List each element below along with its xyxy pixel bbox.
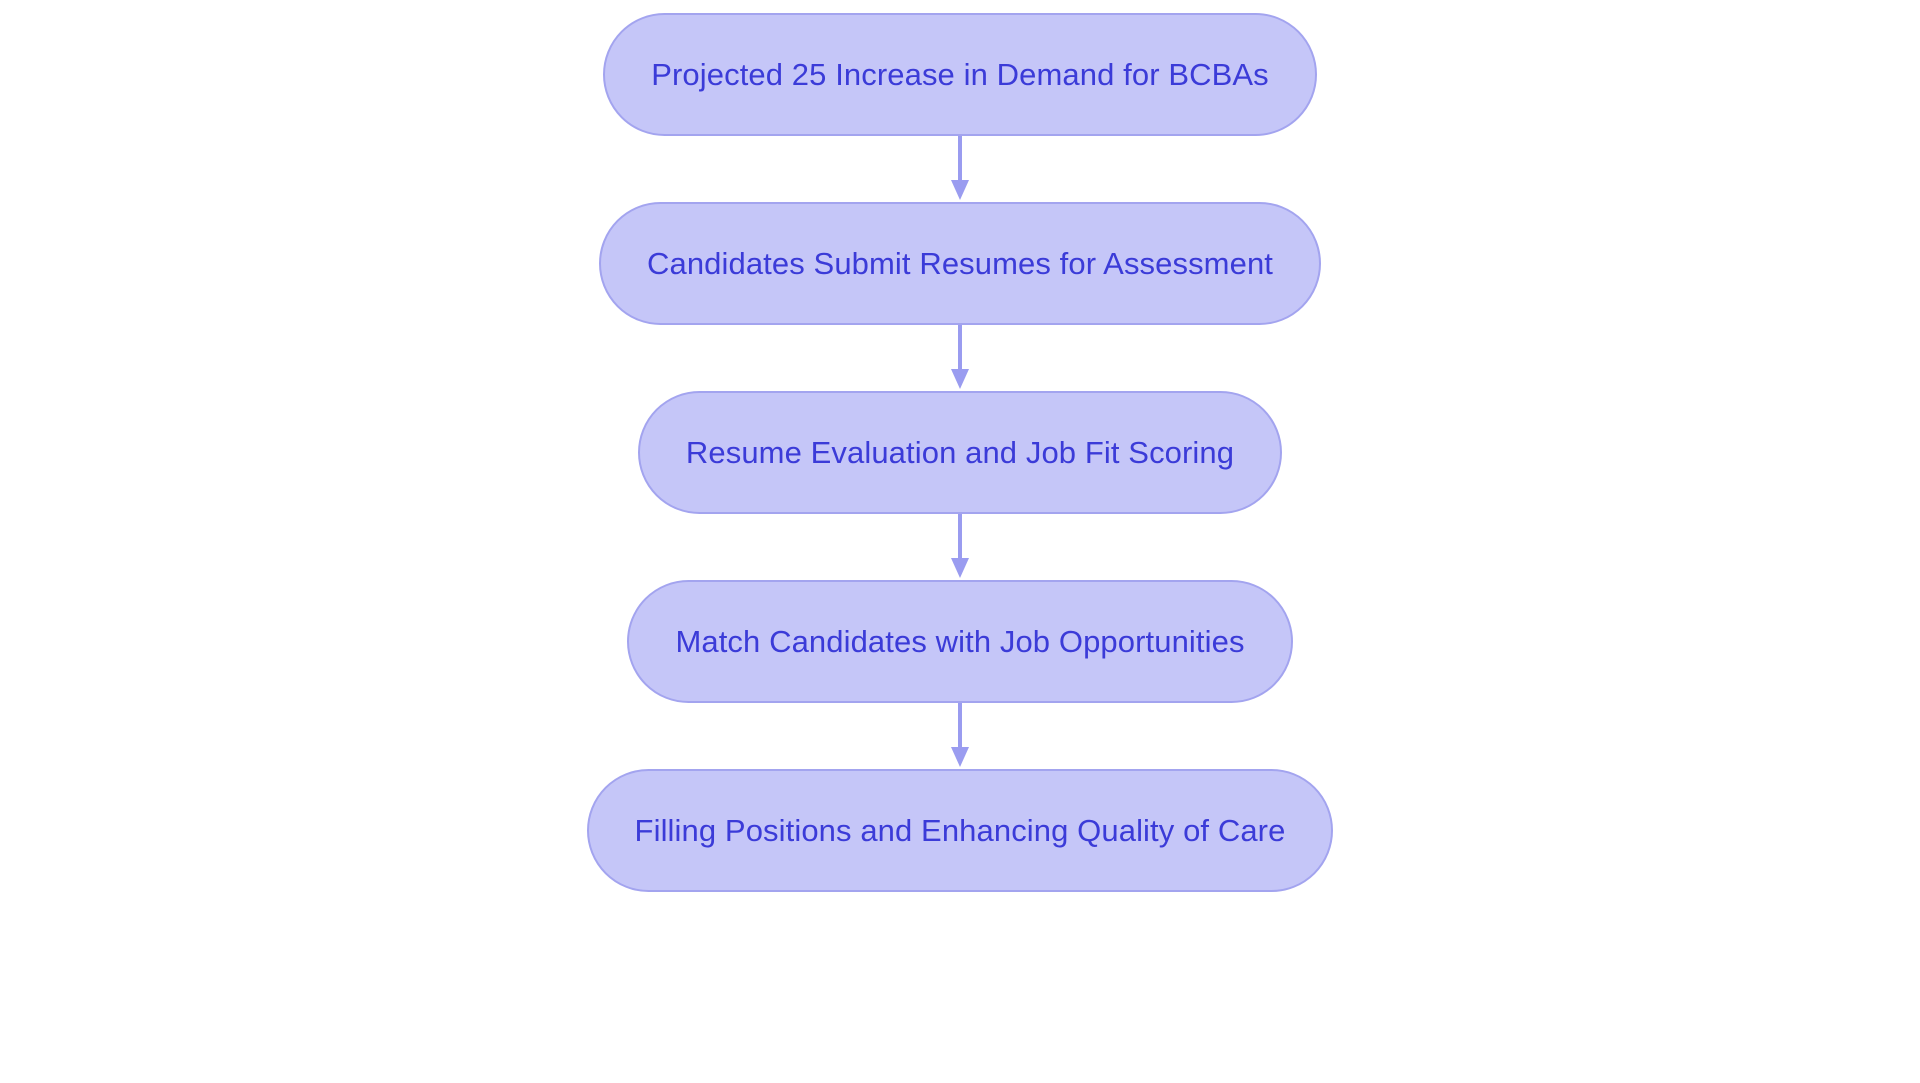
flow-node-label: Filling Positions and Enhancing Quality … xyxy=(634,813,1286,848)
flow-connector-4 xyxy=(940,703,980,769)
flow-connector-1 xyxy=(940,136,980,202)
flow-node-resume-evaluation[interactable]: Resume Evaluation and Job Fit Scoring xyxy=(637,391,1283,514)
flow-node-label: Match Candidates with Job Opportunities xyxy=(675,624,1245,659)
flow-node-label: Candidates Submit Resumes for Assessment xyxy=(647,246,1273,281)
flow-node-projected-demand[interactable]: Projected 25 Increase in Demand for BCBA… xyxy=(603,13,1317,136)
flow-node-filling-positions[interactable]: Filling Positions and Enhancing Quality … xyxy=(586,769,1334,892)
down-arrow-icon xyxy=(951,136,969,200)
down-arrow-icon xyxy=(951,325,969,389)
flow-node-label: Projected 25 Increase in Demand for BCBA… xyxy=(651,57,1269,92)
flow-node-match-candidates[interactable]: Match Candidates with Job Opportunities xyxy=(627,580,1293,703)
flow-connector-2 xyxy=(940,325,980,391)
down-arrow-icon xyxy=(951,703,969,767)
flow-connector-3 xyxy=(940,514,980,580)
down-arrow-icon xyxy=(951,514,969,578)
flow-node-label: Resume Evaluation and Job Fit Scoring xyxy=(685,435,1235,470)
flow-node-submit-resumes[interactable]: Candidates Submit Resumes for Assessment xyxy=(599,202,1321,325)
